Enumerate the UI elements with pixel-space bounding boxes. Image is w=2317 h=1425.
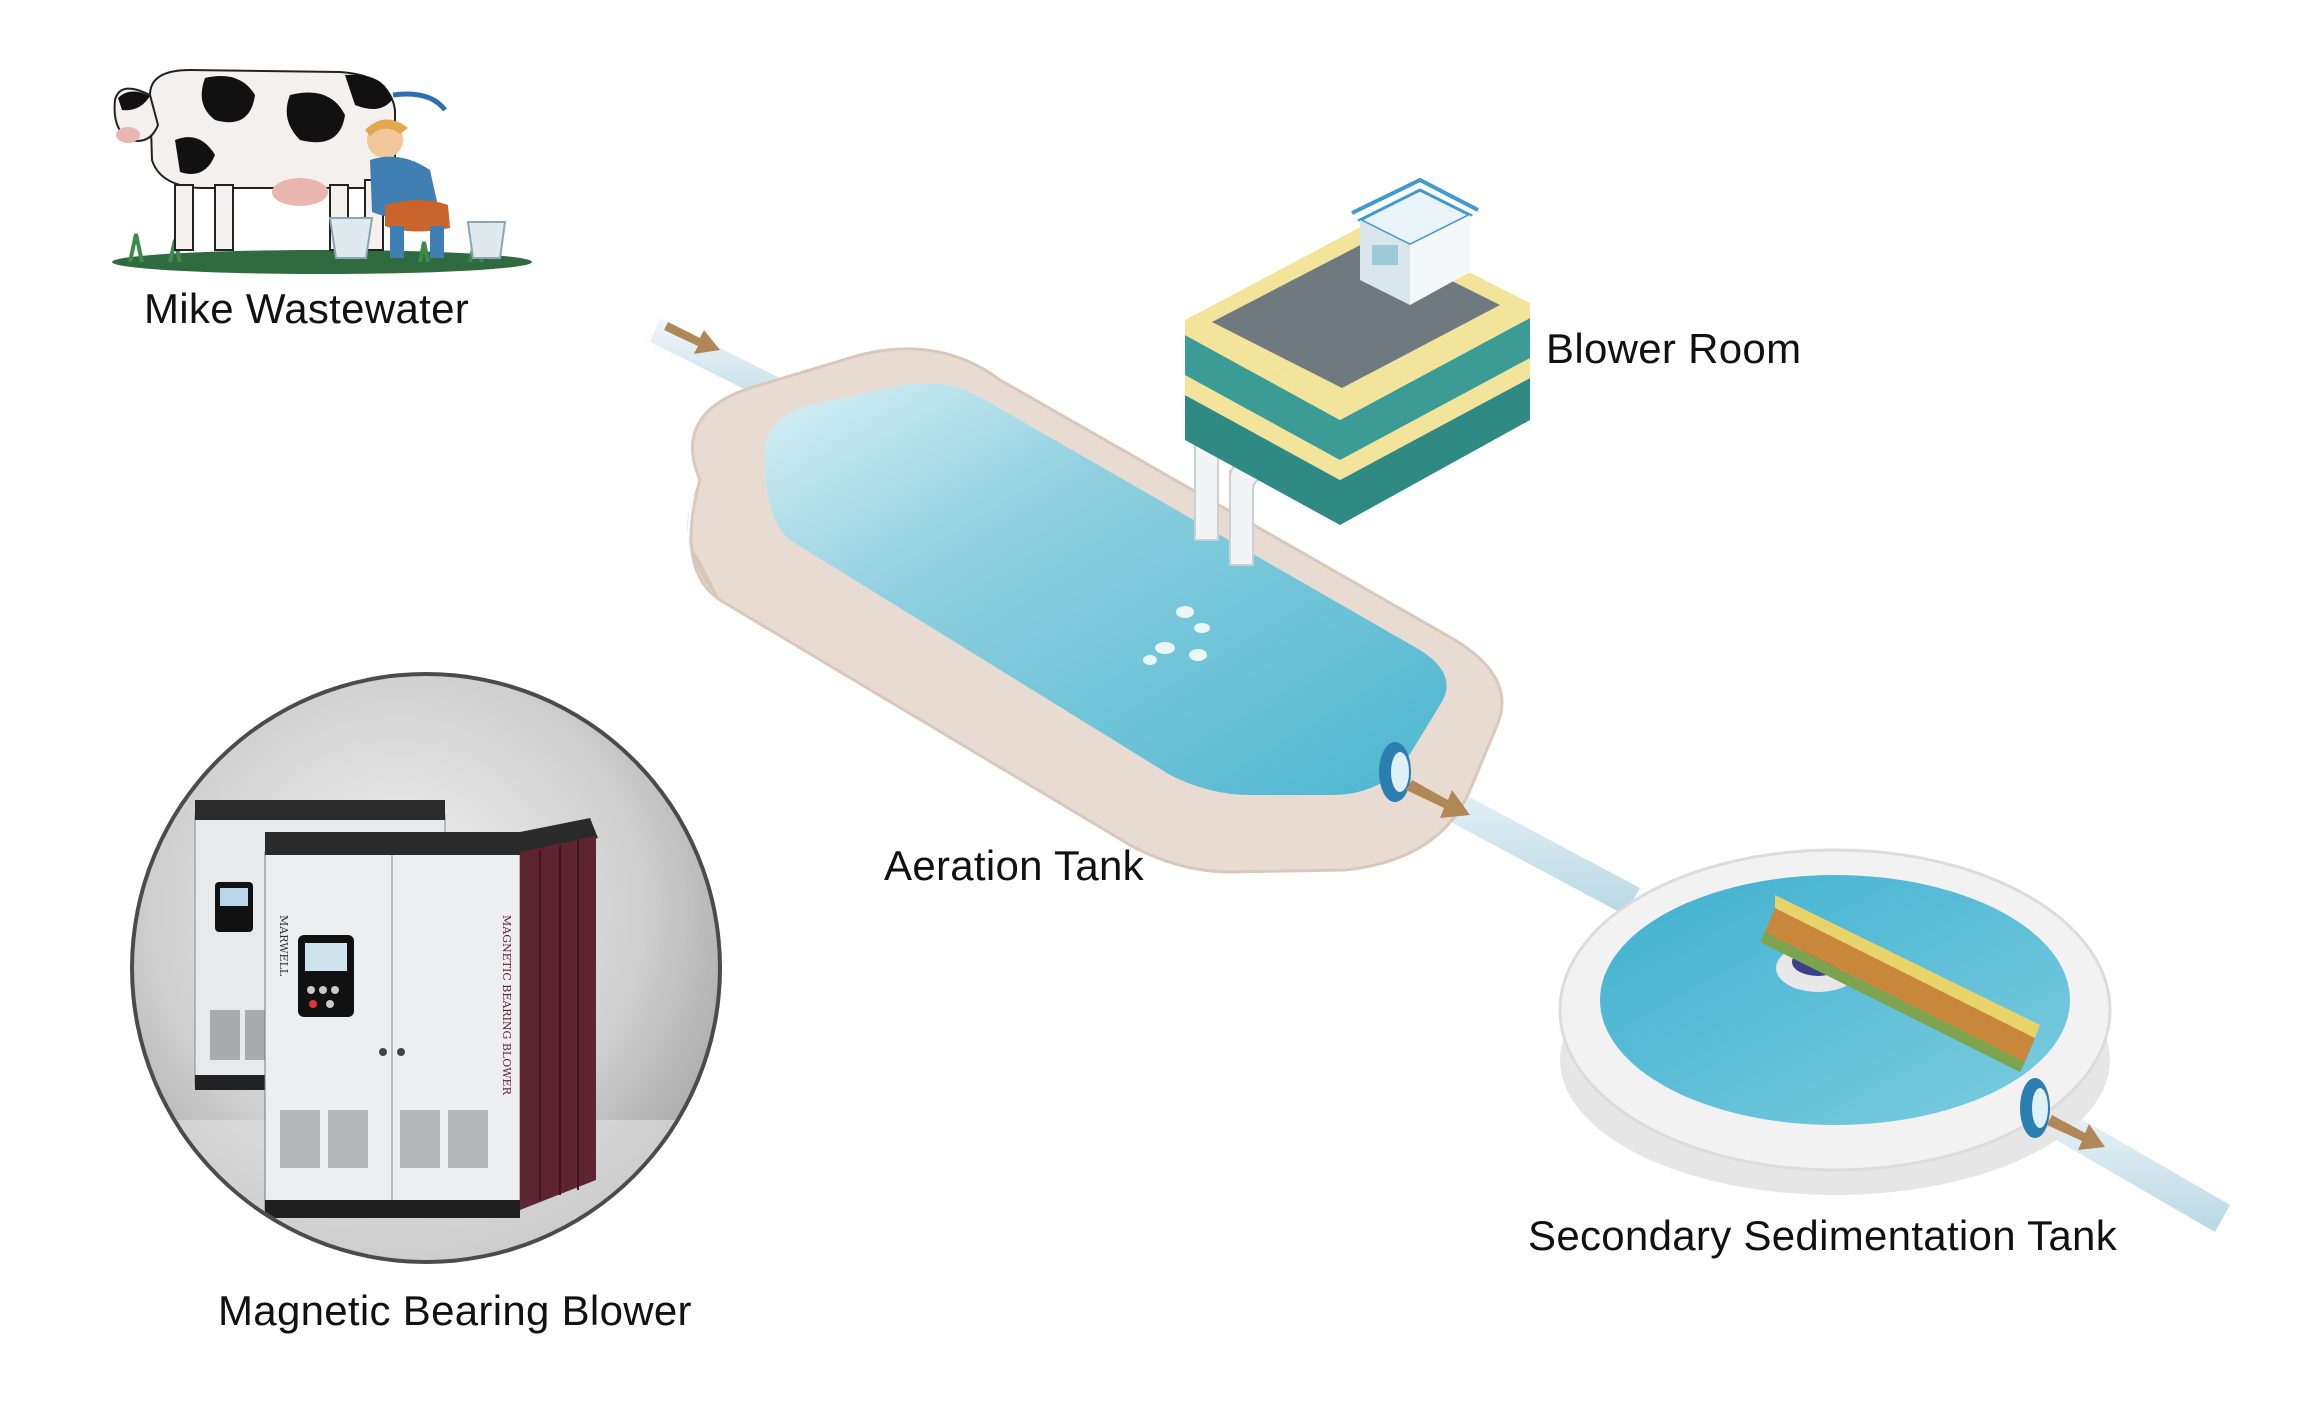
flow-arrow-middle — [1406, 780, 1470, 818]
cabinet-side-marking: MAGNETIC BEARING BLOWER — [500, 915, 513, 1096]
blower-room — [1185, 177, 1530, 566]
cow-farmer-illustration — [112, 68, 532, 274]
label-aeration-tank: Aeration Tank — [884, 842, 1144, 889]
label-milk-wastewater: Mike Wastewater — [144, 285, 470, 332]
pipe-flange-clarifier — [2020, 1078, 2050, 1138]
aeration-tank — [687, 347, 1504, 874]
pipe-flange-aeration — [1379, 742, 1411, 802]
magnetic-bearing-blower-photo: MARWELL MAGNETIC BEARING BLOWER — [130, 672, 722, 1264]
label-magnetic-bearing-blower: Magnetic Bearing Blower — [218, 1287, 692, 1334]
flow-arrow-inlet — [664, 322, 720, 354]
secondary-sedimentation-tank — [1558, 848, 2112, 1195]
label-blower-room: Blower Room — [1546, 325, 1802, 372]
flow-arrow-outlet — [2047, 1115, 2105, 1150]
cabinet-brand-marking: MARWELL — [277, 915, 290, 977]
blower-cabinet-front: MARWELL MAGNETIC BEARING BLOWER — [264, 818, 598, 1218]
label-secondary-sedimentation-tank: Secondary Sedimentation Tank — [1528, 1212, 2117, 1259]
